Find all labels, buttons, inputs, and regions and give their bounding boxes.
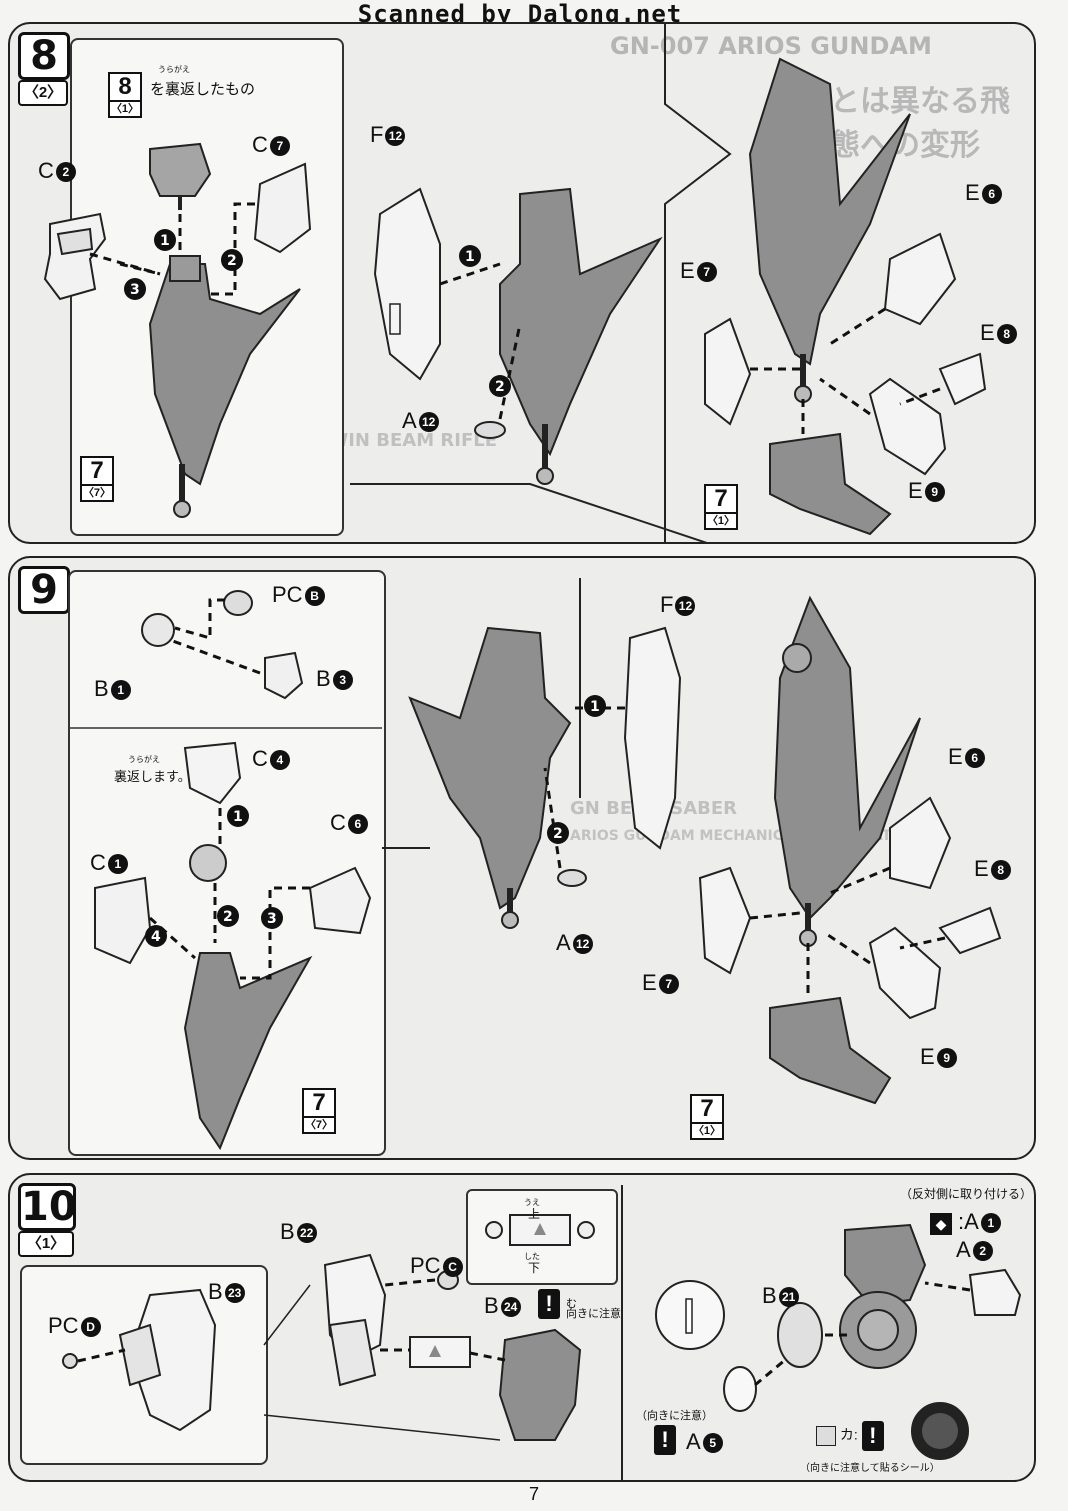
svg-text:1: 1 <box>233 809 243 825</box>
mirror-marker: ◆ <box>930 1209 952 1235</box>
svg-text:2: 2 <box>227 253 237 269</box>
caution-note: 向きに注意 <box>566 1308 621 1320</box>
step-8-panel: GN-007 ARIOS GUNDAM 従来とは異なる飛行形態への変形 GN T… <box>8 22 1036 544</box>
caution-furigana: む <box>566 1298 577 1310</box>
sticker-note: （向きに注意して貼るシール） <box>800 1463 940 1474</box>
svg-text:1: 1 <box>160 233 170 249</box>
svg-text:1: 1 <box>465 249 475 265</box>
step-9-illustration: 1 2 3 4 1 2 <box>68 578 1002 1151</box>
svg-text:3: 3 <box>130 282 140 298</box>
orient-down-furigana: した <box>524 1252 540 1261</box>
svg-text:1: 1 <box>590 699 600 715</box>
svg-text:3: 3 <box>267 911 277 927</box>
step-number: 8 <box>18 32 70 80</box>
step-number: 10 <box>18 1183 77 1231</box>
step-8-illustration: 1 2 3 1 2 <box>43 24 987 542</box>
caution-icon: ! <box>654 1425 676 1455</box>
sticker-icon <box>816 1426 836 1446</box>
svg-text:2: 2 <box>553 826 563 842</box>
orient-up-furigana: うえ <box>524 1198 540 1207</box>
step-number: 9 <box>18 566 70 614</box>
svg-text:2: 2 <box>223 909 233 925</box>
ref-step-8-1: 8 〈1〉 <box>108 72 142 118</box>
flip-note: を裏返したもの <box>150 81 256 98</box>
svg-text:2: 2 <box>495 379 505 395</box>
svg-text:4: 4 <box>151 929 161 945</box>
mirror-icon: ◆ <box>930 1213 952 1235</box>
opposite-side-note: （反対側に取り付ける） <box>900 1187 1033 1201</box>
ref-step-7-7: 7 〈7〉 <box>302 1088 336 1134</box>
caution2-note: （向きに注意） <box>636 1410 713 1422</box>
caution-icon: ! <box>861 1421 884 1451</box>
orient-down-label: 下 <box>528 1261 541 1275</box>
ref-step-7-7: 7 〈7〉 <box>80 456 114 502</box>
orient-up-label: 上 <box>528 1207 541 1221</box>
step-sub-number: 〈2〉 <box>18 80 68 106</box>
flip-furigana: うらがえ <box>128 755 160 764</box>
flip-furigana: うらがえ <box>158 65 190 74</box>
caution-icon: ! <box>538 1289 560 1319</box>
flip-note: 裏返します。 <box>114 769 191 784</box>
ref-step-7-1: 7 〈1〉 <box>704 484 738 530</box>
step-9-panel: GN BEAM SABER ARIOS GUNDAM MECHANICAL IL… <box>8 556 1036 1160</box>
bg-model-code: GN-007 ARIOS GUNDAM <box>610 32 932 60</box>
sticker-code: カ:! <box>816 1421 884 1451</box>
page-number: 7 <box>528 1484 539 1504</box>
ref-step-7-1: 7 〈1〉 <box>690 1094 724 1140</box>
caution-marker: ! <box>538 1289 560 1319</box>
caution2-marker: ! <box>654 1425 676 1455</box>
step-10-panel: 10 〈1〉 <box>8 1173 1036 1482</box>
step-sub-number: 〈1〉 <box>18 1231 74 1257</box>
step-10-illustration <box>62 1185 1022 1480</box>
